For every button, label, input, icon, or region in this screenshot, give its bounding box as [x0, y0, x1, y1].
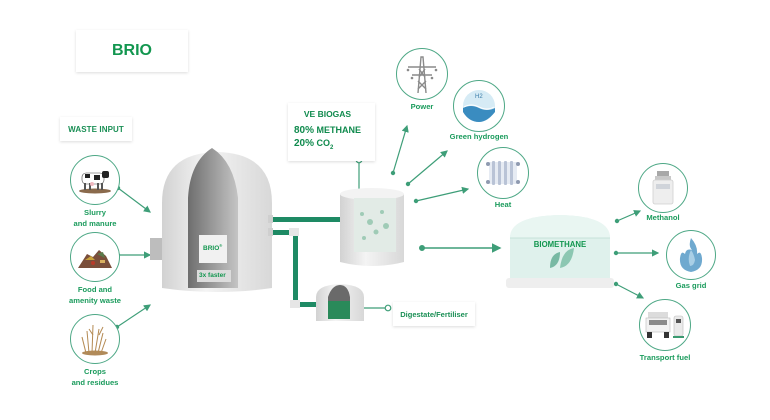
arrow-methanol — [616, 210, 642, 222]
brio-badge: BRIO® — [203, 243, 223, 253]
crops-icon — [81, 324, 108, 356]
biogas-pipe — [272, 217, 340, 222]
crops-label: Crops and residues — [71, 367, 119, 387]
brio-title: BRIO — [112, 42, 152, 59]
gas-grid-circle — [666, 230, 716, 280]
methanol-label: Methanol — [646, 213, 680, 222]
biogas-heading: VE BIOGAS — [303, 109, 352, 119]
arrow-hydrogen — [407, 150, 448, 185]
arrow-slurry — [117, 187, 151, 213]
slurry-label: Slurry and manure — [73, 208, 117, 228]
speed-badge-box — [197, 270, 231, 282]
cow-icon — [79, 171, 111, 194]
arrow-power — [392, 124, 409, 174]
hydrogen-icon-text: H2 — [475, 94, 483, 100]
brio-digester — [150, 148, 272, 292]
heat-label: Heat — [494, 200, 512, 209]
food-waste-circle — [70, 232, 120, 282]
arrow-heat — [415, 186, 470, 202]
heat-circle — [477, 147, 529, 199]
power-pylon-icon — [406, 56, 438, 93]
flame-icon — [679, 238, 703, 272]
speed-label: 3x faster — [199, 272, 226, 279]
digestate-pipe — [295, 302, 317, 307]
biogas-card: VE BIOGAS 80% METHANE 20% CO2 — [288, 103, 375, 161]
waste-input-heading: WASTE INPUT — [68, 124, 124, 134]
power-circle — [396, 48, 448, 100]
arrow-crops — [116, 304, 151, 328]
radiator-icon — [486, 161, 520, 185]
hydrogen-circle: H2 — [453, 80, 505, 132]
co2-row: 20% CO2 — [294, 138, 334, 151]
methanol-container-icon — [652, 171, 674, 205]
methanol-circle — [638, 163, 688, 213]
digestate-card: Digestate/Fertiliser — [393, 302, 475, 326]
transport-label: Transport fuel — [639, 353, 691, 362]
transport-circle — [639, 299, 691, 351]
hydrogen-label: Green hydrogen — [449, 132, 509, 141]
gas-holder-tank — [340, 188, 404, 266]
arrow-transport — [615, 283, 645, 299]
leaf-icon — [550, 248, 574, 268]
truck-fuel-icon — [645, 312, 684, 338]
brio-badge-box — [199, 235, 227, 263]
biomethane-tank — [506, 215, 614, 288]
brio-title-card: BRIO — [76, 30, 188, 72]
waste-input-card: WASTE INPUT — [60, 117, 132, 141]
food-waste-icon — [78, 250, 112, 268]
slurry-circle — [70, 155, 120, 205]
digestate-label: Digestate/Fertiliser — [400, 309, 468, 319]
digestate-tank — [316, 284, 364, 321]
methane-row: 80% METHANE — [294, 125, 362, 136]
gas-grid-label: Gas grid — [675, 281, 707, 290]
hydrogen-icon — [463, 90, 495, 122]
power-label: Power — [410, 102, 434, 111]
crops-circle — [70, 314, 120, 364]
biomethane-label: BIOMETHANE — [533, 240, 587, 249]
food-waste-label: Food and amenity waste — [69, 285, 121, 305]
